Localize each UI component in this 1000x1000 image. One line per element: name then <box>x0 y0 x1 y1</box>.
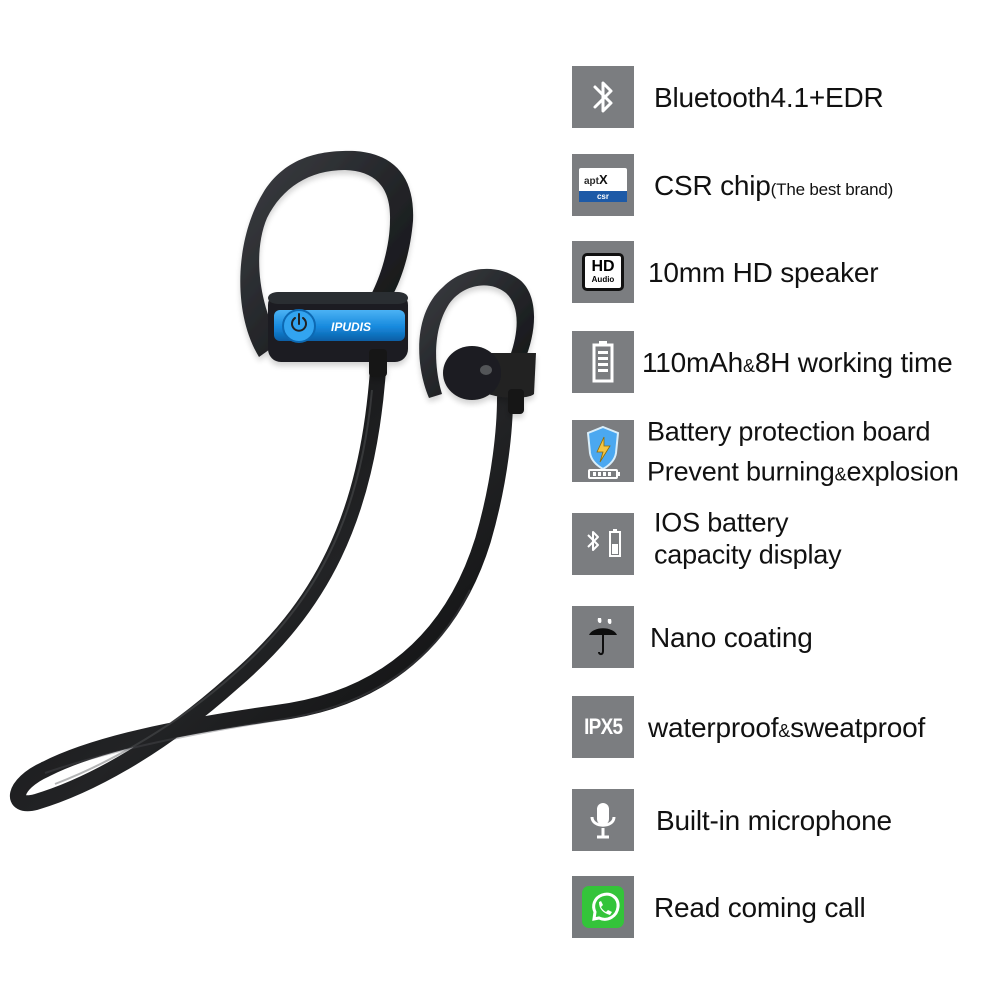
aptx-word: aptX <box>584 172 608 187</box>
bluetooth-symbol <box>593 81 613 113</box>
right-ear-tip-highlight <box>480 365 492 375</box>
shield-battery-symbol <box>586 425 620 479</box>
neckband-cable-highlight <box>54 389 373 785</box>
feature-label: 10mm HD speaker <box>648 256 879 288</box>
green-phone-symbol <box>582 886 624 928</box>
feature-read-coming-call: Read coming call <box>572 876 997 940</box>
ipx5-icon: IPX5 <box>572 696 634 758</box>
feature-label: CSR chip(The best brand) <box>654 169 894 201</box>
feature-label: Battery protection board Prevent burning… <box>647 416 959 486</box>
left-module-top-shadow <box>268 292 408 304</box>
feature-bluetooth: Bluetooth4.1+EDR <box>572 66 997 130</box>
right-module-stem <box>508 389 524 414</box>
aptx-csr-icon: aptX csr <box>572 154 634 216</box>
feature-waterproof: IPX5 waterproof&sweatproof <box>572 696 997 760</box>
aptx-badge: aptX csr <box>579 168 627 202</box>
feature-label: IOS battery capacity display <box>654 507 842 569</box>
feature-nano-coating: Nano coating <box>572 606 997 670</box>
feature-label: 110mAh&8H working time <box>642 346 953 378</box>
left-ear-hook <box>240 150 414 357</box>
right-ear-hook <box>419 268 535 398</box>
feature-label: waterproof&sweatproof <box>648 711 926 743</box>
umbrella-rain-icon <box>572 606 634 668</box>
feature-battery-protection: Battery protection board Prevent burning… <box>572 416 997 486</box>
right-earbud <box>419 268 536 414</box>
feature-label: Read coming call <box>654 891 866 923</box>
power-button[interactable] <box>282 309 316 343</box>
battery-shield-icon <box>572 420 634 482</box>
feature-ios-battery-display: IOS battery capacity display <box>572 507 997 577</box>
microphone-icon <box>572 789 634 851</box>
neckband-cable-outer <box>10 362 513 812</box>
battery-icon <box>572 331 634 393</box>
feature-label: Nano coating <box>650 621 813 653</box>
phone-call-icon <box>572 876 634 938</box>
umbrella-symbol <box>589 618 617 656</box>
microphone-symbol <box>590 803 616 839</box>
feature-built-in-microphone: Built-in microphone <box>572 789 997 853</box>
feature-label: Built-in microphone <box>656 804 892 836</box>
left-earbud: IPUDIS <box>240 150 414 377</box>
hd-audio-badge: HD Audio <box>582 253 624 291</box>
hd-audio-icon: HD Audio <box>572 241 634 303</box>
ipx5-label: IPX5 <box>583 714 623 739</box>
csr-band: csr <box>579 191 627 202</box>
feature-label: Bluetooth4.1+EDR <box>654 81 884 113</box>
bluetooth-sport-earphones-image: IPUDIS <box>10 150 536 812</box>
feature-battery-working-time: 110mAh&8H working time <box>572 331 997 395</box>
neckband-cable-lower-highlight <box>44 589 471 774</box>
feature-csr-chip: aptX csr CSR chip(The best brand) <box>572 154 997 218</box>
brand-logo: IPUDIS <box>331 320 371 334</box>
bluetooth-battery-icon <box>572 513 634 575</box>
bluetooth-icon <box>572 66 634 128</box>
left-module-stem <box>369 349 387 377</box>
battery-symbol <box>592 341 614 383</box>
right-ear-tip <box>443 346 501 400</box>
power-icon <box>291 313 307 332</box>
bluetooth-battery-symbol <box>587 529 621 557</box>
feature-hd-speaker: HD Audio 10mm HD speaker <box>572 241 997 305</box>
